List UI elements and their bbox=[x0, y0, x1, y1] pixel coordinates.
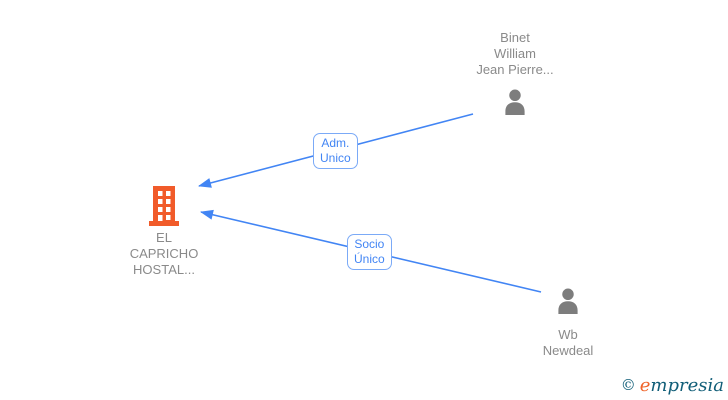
company-node[interactable]: EL CAPRICHO HOSTAL... bbox=[104, 186, 224, 278]
empresia-logo[interactable]: ©empresia bbox=[621, 375, 724, 396]
person-icon bbox=[455, 87, 575, 124]
logo-first-letter: e bbox=[639, 375, 651, 396]
copyright-icon: © bbox=[620, 376, 636, 394]
person-label: Wb Newdeal bbox=[542, 327, 594, 358]
person-node-wb-newdeal[interactable]: Wb Newdeal bbox=[508, 286, 628, 359]
person-icon bbox=[508, 286, 628, 323]
logo-wordmark: mpresia bbox=[650, 375, 724, 396]
person-label: Binet William Jean Pierre... bbox=[476, 30, 554, 77]
edge-label-adm-unico: Adm. Unico bbox=[313, 133, 358, 169]
building-icon bbox=[104, 186, 224, 228]
person-node-binet[interactable]: Binet William Jean Pierre... bbox=[455, 30, 575, 124]
edge-label-socio-unico: Socio Único bbox=[347, 234, 392, 270]
company-label: EL CAPRICHO HOSTAL... bbox=[129, 230, 199, 277]
